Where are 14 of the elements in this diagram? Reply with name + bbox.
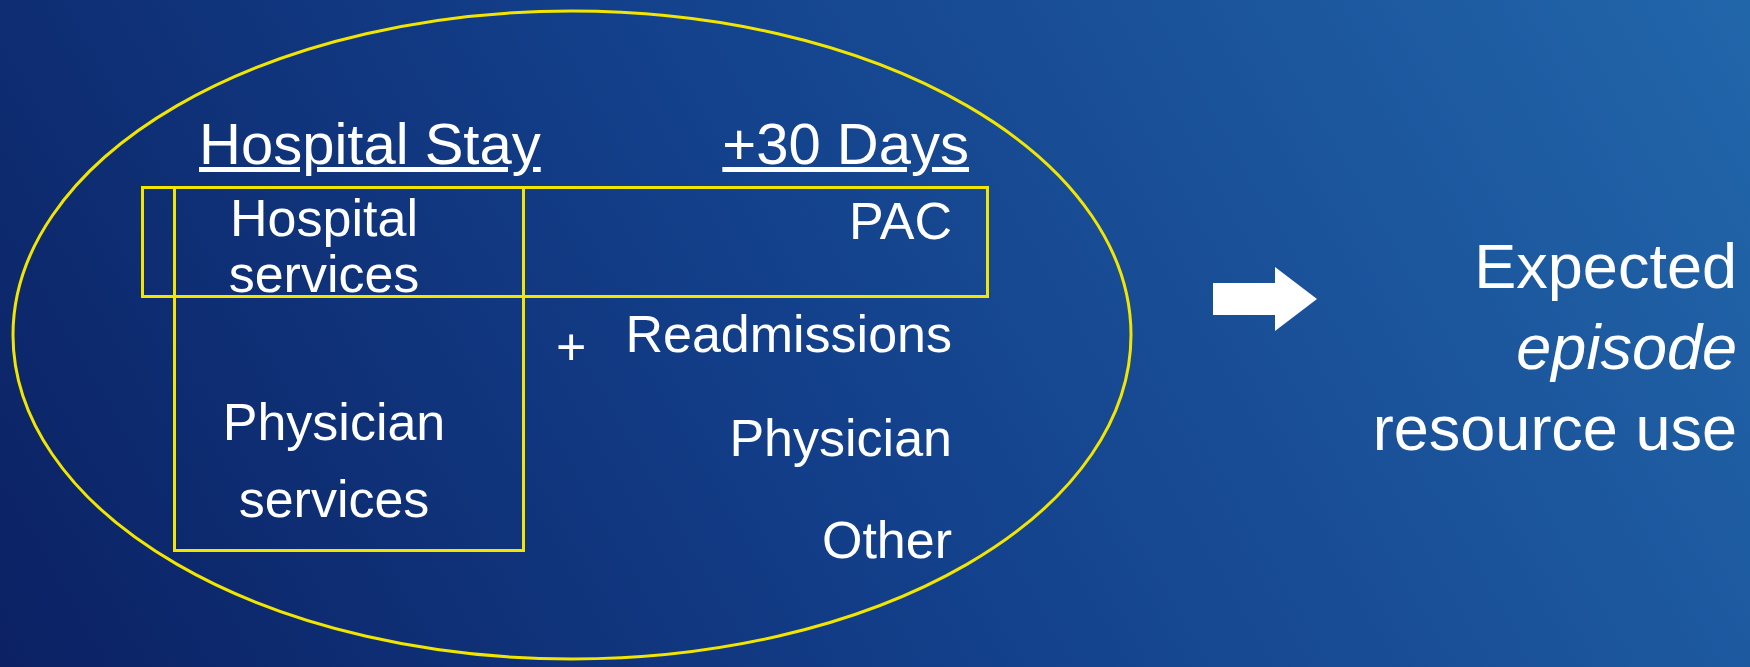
column-heading: +30 Days xyxy=(722,111,969,178)
rectangle-box xyxy=(141,186,989,298)
cost-item-text: Readmissions xyxy=(625,305,952,365)
rectangle-box xyxy=(173,186,525,552)
arrow xyxy=(1213,267,1317,331)
box-text: PAC xyxy=(848,191,952,251)
ellipse-outline xyxy=(11,9,1133,661)
cost-item-text: Physician xyxy=(729,409,952,469)
cost-item-text: Other xyxy=(821,511,952,571)
box-text: Physician services xyxy=(221,392,447,530)
column-heading: Hospital Stay xyxy=(199,111,541,178)
service-text: Hospital services xyxy=(227,190,421,302)
plus-sign: + xyxy=(556,318,587,378)
result-text: Expected episode resource use xyxy=(1371,230,1737,465)
